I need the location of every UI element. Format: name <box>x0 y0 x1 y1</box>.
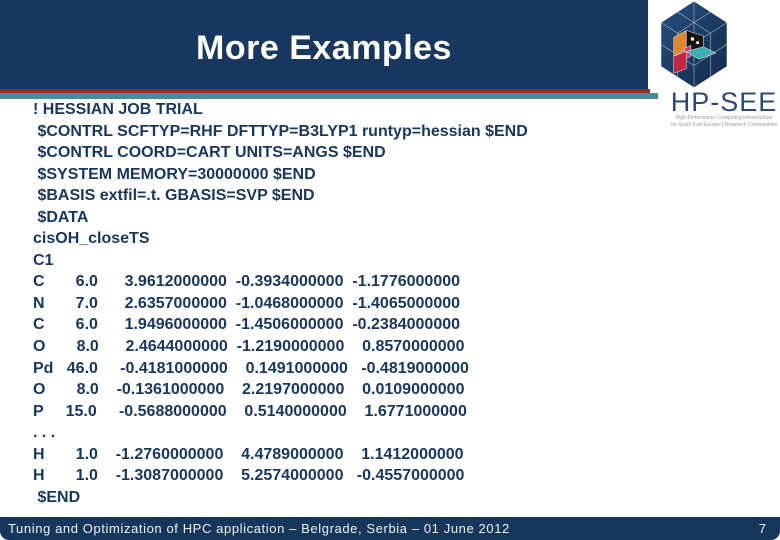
footer-caption: Tuning and Optimization of HPC applicati… <box>8 521 510 536</box>
code-line: $SYSTEM MEMORY=30000000 $END <box>33 165 316 183</box>
code-line: P 15.0 -0.5688000000 0.5140000000 1.6771… <box>33 402 467 420</box>
hp-see-tagline-line2: for South East Europe's Research Communi… <box>670 121 777 128</box>
code-line: cisOH_closeTS <box>33 230 150 248</box>
slide-title: More Examples <box>196 29 452 67</box>
code-line: C 6.0 3.9612000000 -0.3934000000 -1.1776… <box>33 273 461 291</box>
code-line: O 8.0 -0.1361000000 2.2197000000 0.01090… <box>33 381 465 399</box>
gamess-input-code-block: ! HESSIAN JOB TRIAL $CONTRL SCFTYP=RHF D… <box>33 99 528 508</box>
page-number: 7 <box>758 521 766 536</box>
hp-see-logo: HP-SEE High-Performance Computing Infras… <box>650 0 780 128</box>
code-line: O 8.0 2.4644000000 -1.2190000000 0.85700… <box>33 338 465 356</box>
hp-see-tagline-line1: High-Performance Computing Infrastructur… <box>675 115 773 121</box>
code-line: C 6.0 1.9496000000 -1.4506000000 -0.2384… <box>33 316 461 334</box>
slide-header-bar: More Examples <box>0 0 648 89</box>
slide-footer-bar: Tuning and Optimization of HPC applicati… <box>0 517 780 540</box>
code-line: H 1.0 -1.2760000000 4.4789000000 1.14120… <box>33 445 464 463</box>
code-line: C1 <box>33 251 54 269</box>
code-line: $DATA <box>33 208 89 226</box>
hp-see-cube-logo-icon <box>661 1 727 88</box>
header-accent-line-red <box>0 89 650 93</box>
code-line: H 1.0 -1.3087000000 5.2574000000 -0.4557… <box>33 467 465 485</box>
code-line: $END <box>33 488 81 506</box>
code-line: ! HESSIAN JOB TRIAL <box>33 101 203 118</box>
code-line: . . . <box>33 424 56 442</box>
hp-see-logo-text: HP-SEE <box>670 87 778 117</box>
code-line: $CONTRL COORD=CART UNITS=ANGS $END <box>33 144 386 162</box>
code-line: $CONTRL SCFTYP=RHF DFTTYP=B3LYP1 runtyp=… <box>33 122 528 140</box>
header-accent-line-teal <box>0 93 658 99</box>
code-line: $BASIS extfil=.t. GBASIS=SVP $END <box>33 187 315 205</box>
code-line: Pd 46.0 -0.4181000000 0.1491000000 -0.48… <box>33 359 469 377</box>
code-line: N 7.0 2.6357000000 -1.0468000000 -1.4065… <box>33 294 461 312</box>
